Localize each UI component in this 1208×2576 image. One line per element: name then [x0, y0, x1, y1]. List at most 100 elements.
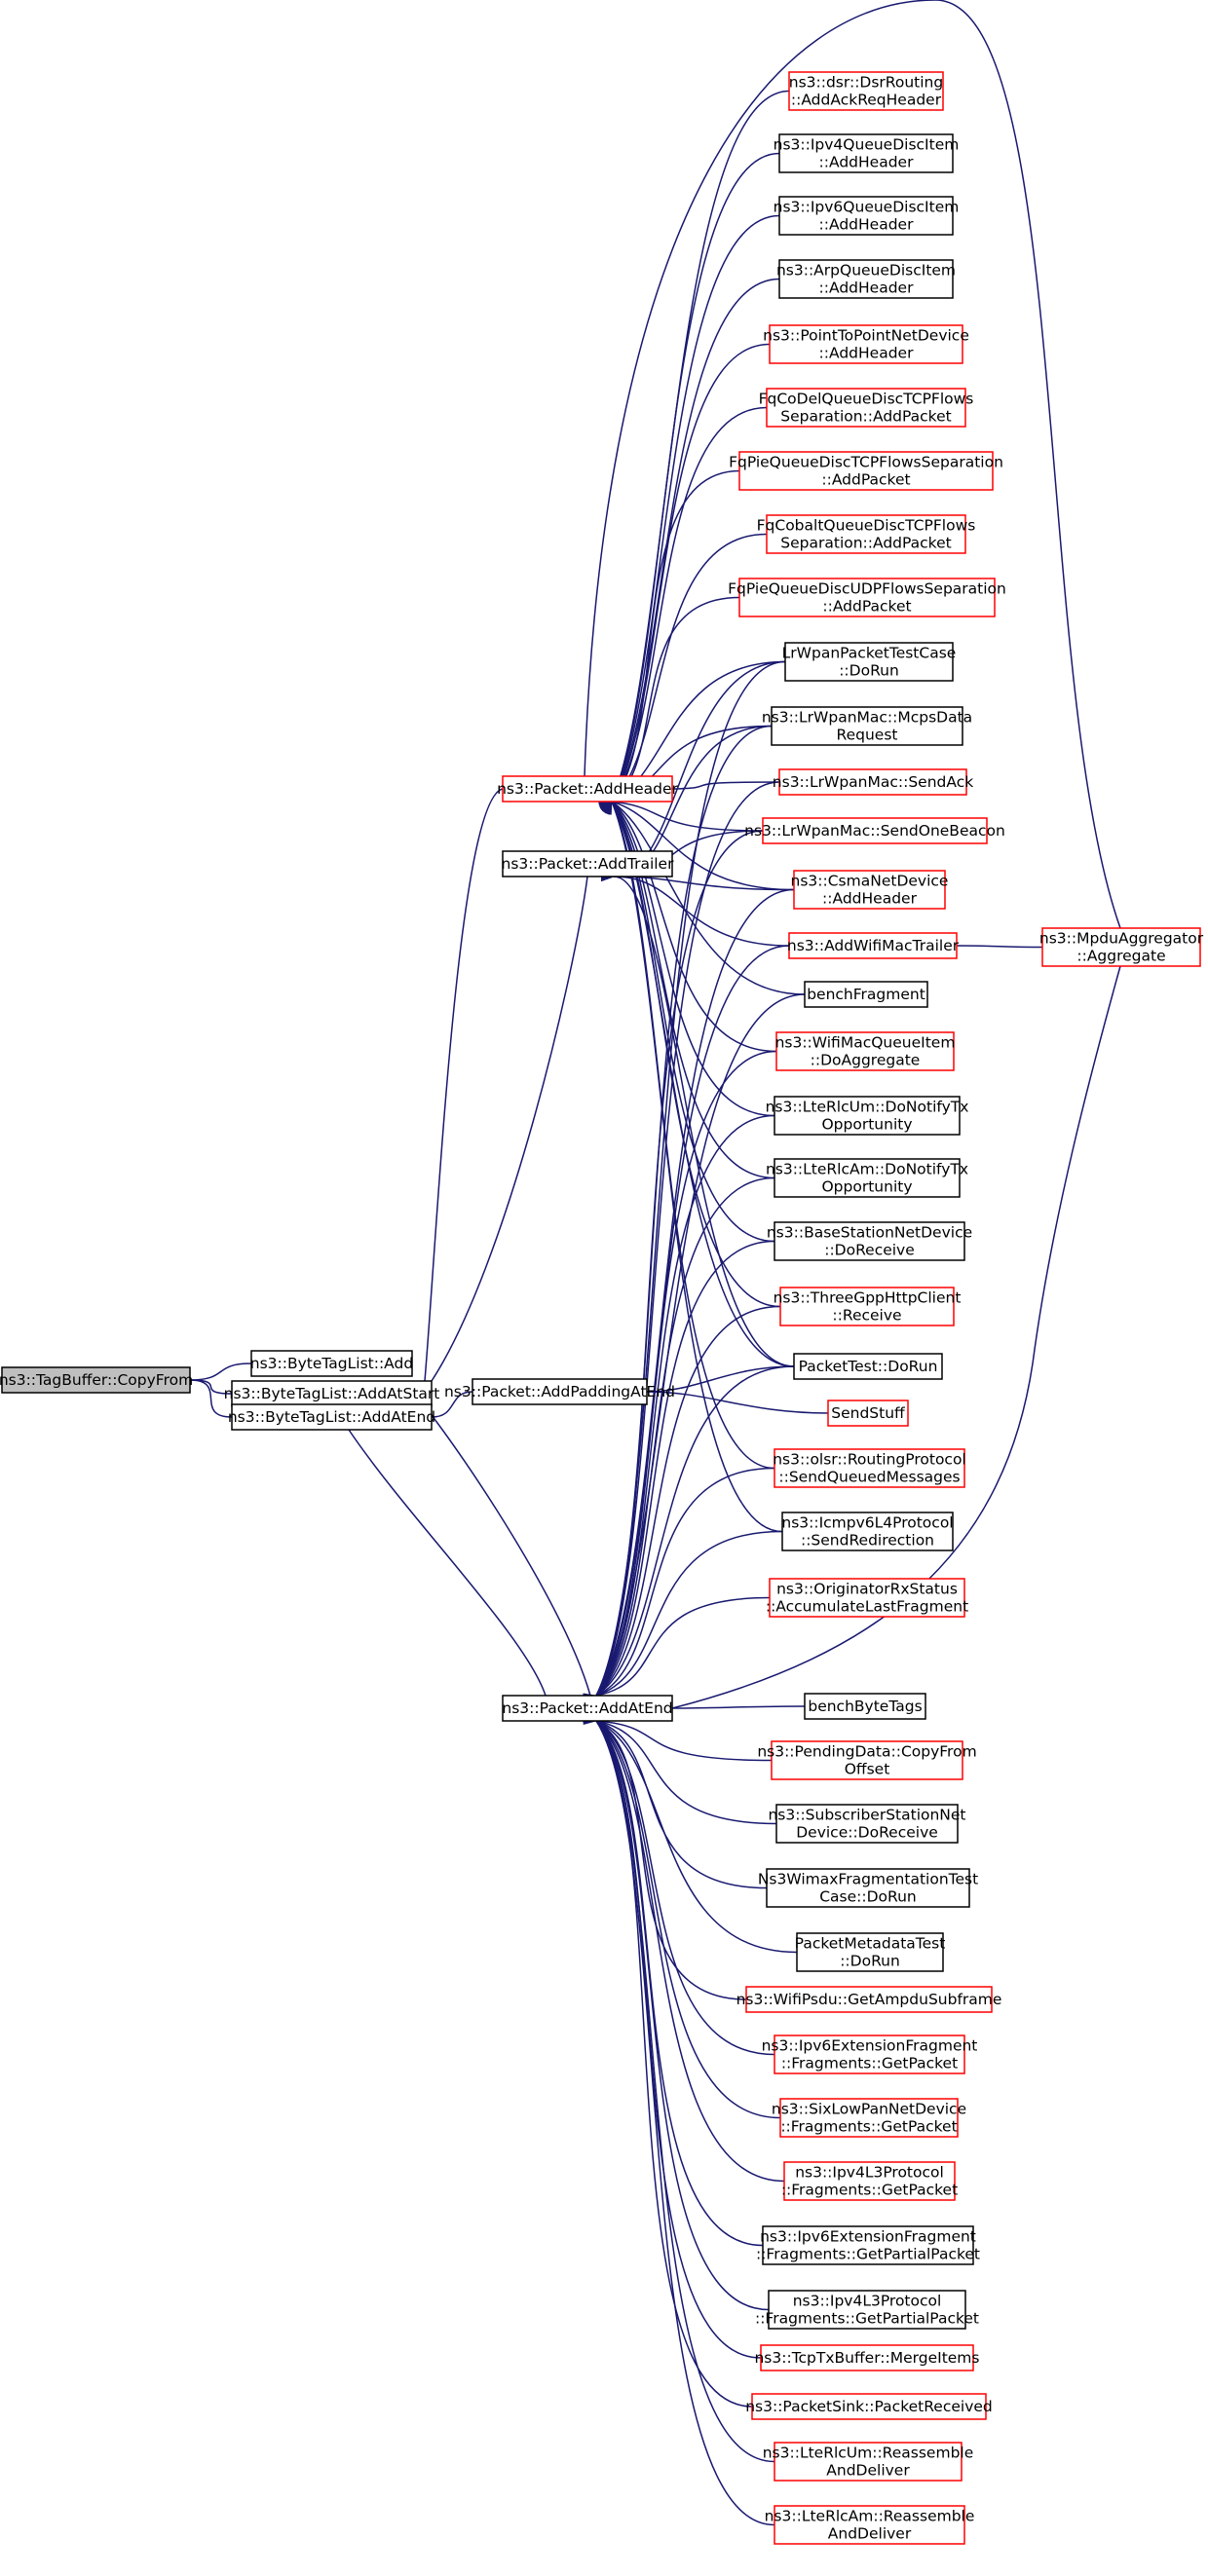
- edge-addatend-rlcam_re: [585, 1707, 775, 2526]
- node-ipv6frag[interactable]: ns3::Ipv6ExtensionFragment::Fragments::G…: [762, 2035, 978, 2074]
- node-box: [796, 1932, 944, 1972]
- node-label: ::DoRun: [840, 1953, 900, 1970]
- node-label: ns3::ArpQueueDiscItem: [776, 262, 956, 280]
- edge-addatend-pkttest: [583, 1365, 795, 1707]
- node-box: [774, 1221, 965, 1261]
- node-box: [762, 817, 988, 844]
- node-dsr[interactable]: ns3::dsr::DsrRouting::AddAckReqHeader: [788, 71, 944, 111]
- edge-addheader-icmpv6: [602, 788, 783, 1533]
- edge-addatend-sendack: [585, 781, 780, 1709]
- node-btl_addatstart[interactable]: ns3::ByteTagList::AddAtStart: [224, 1380, 440, 1407]
- edge-addheader-rlcam_tx: [600, 788, 775, 1179]
- node-pkt_addtrailer[interactable]: ns3::Packet::AddTrailer: [502, 850, 675, 877]
- node-label: PacketMetadataTest: [795, 1935, 946, 1953]
- node-sendstuff[interactable]: SendStuff: [827, 1400, 909, 1427]
- node-box: [793, 1353, 943, 1380]
- node-icmpv6[interactable]: ns3::Icmpv6L4Protocol::SendRedirection: [781, 1512, 954, 1551]
- node-pktmeta[interactable]: PacketMetadataTest::DoRun: [795, 1932, 946, 1972]
- node-label: ::AddHeader: [822, 890, 918, 908]
- node-btl_add[interactable]: ns3::ByteTagList::Add: [250, 1350, 413, 1377]
- node-btl_addatend[interactable]: ns3::ByteTagList::AddAtEnd: [228, 1403, 435, 1431]
- node-sixlow[interactable]: ns3::SixLowPanNetDevice::Fragments::GetP…: [772, 2098, 966, 2138]
- node-box: [766, 1868, 970, 1908]
- node-label: ns3::WifiMacQueueItem: [775, 1034, 956, 1052]
- node-label: ::Fragments::GetPartialPacket: [756, 2246, 980, 2263]
- node-box: [778, 259, 954, 299]
- node-label: ns3::SixLowPanNetDevice: [772, 2101, 966, 2118]
- node-p2p[interactable]: ns3::PointToPointNetDevice::AddHeader: [763, 324, 969, 364]
- node-fqcobalt[interactable]: FqCobaltQueueDiscTCPFlowsSeparation::Add…: [757, 514, 976, 554]
- node-ipv4qdi[interactable]: ns3::Ipv4QueueDiscItem::AddHeader: [774, 133, 960, 173]
- node-pkt_addpadding[interactable]: ns3::Packet::AddPaddingAtEnd: [444, 1378, 675, 1405]
- edge-addatstart-addatend: [413, 1393, 591, 1697]
- node-olsr[interactable]: ns3::olsr::RoutingProtocol::SendQueuedMe…: [773, 1448, 966, 1488]
- node-label: Separation::AddPacket: [780, 408, 951, 426]
- node-arpqdi[interactable]: ns3::ArpQueueDiscItem::AddHeader: [776, 259, 956, 299]
- node-pkt_addheader[interactable]: ns3::Packet::AddHeader: [497, 775, 679, 803]
- node-benchbyte[interactable]: benchByteTags: [804, 1693, 926, 1720]
- node-box: [738, 451, 994, 491]
- edge-addatend-olsr: [583, 1467, 775, 1705]
- node-fqpieudp[interactable]: FqPieQueueDiscUDPFlowsSeparation::AddPac…: [728, 578, 1006, 617]
- node-http[interactable]: ns3::ThreeGppHttpClient::Receive: [774, 1287, 962, 1326]
- node-fqcodel[interactable]: FqCoDelQueueDiscTCPFlowsSeparation::AddP…: [759, 388, 974, 428]
- node-label: ns3::PacketSink::PacketReceived: [745, 2398, 993, 2415]
- edge-addatend-sixlow: [583, 1709, 781, 2119]
- node-wifimacqi[interactable]: ns3::WifiMacQueueItem::DoAggregate: [775, 1031, 956, 1071]
- node-lrwpantest[interactable]: LrWpanPacketTestCase::DoRun: [782, 642, 957, 682]
- node-pkt_addatend[interactable]: ns3::Packet::AddAtEnd: [502, 1695, 673, 1722]
- edge-addpadding-pkttest: [633, 1365, 795, 1398]
- node-tcptx[interactable]: ns3::TcpTxBuffer::MergeItems: [754, 2344, 980, 2371]
- edge-addheader-csma: [598, 793, 795, 891]
- node-ipv6qdi[interactable]: ns3::Ipv6QueueDiscItem::AddHeader: [774, 196, 960, 236]
- node-origrx[interactable]: ns3::OriginatorRxStatus::AccumulateLastF…: [766, 1578, 968, 1618]
- graph-edges: [176, 0, 1121, 2526]
- node-label: benchFragment: [807, 986, 925, 1003]
- node-copyfrom[interactable]: ns3::TagBuffer::CopyFrom: [0, 1366, 193, 1394]
- node-box: [760, 2344, 974, 2371]
- node-benchfrag[interactable]: benchFragment: [804, 981, 928, 1008]
- node-csma[interactable]: ns3::CsmaNetDevice::AddHeader: [791, 870, 949, 910]
- node-label: ::SendRedirection: [801, 1532, 934, 1549]
- edge-addheader-wifimacqi: [598, 789, 777, 1053]
- node-pkttest[interactable]: PacketTest::DoRun: [793, 1353, 943, 1380]
- node-label: ::Fragments::GetPacket: [781, 2182, 958, 2199]
- node-box: [804, 981, 928, 1008]
- node-sendack[interactable]: ns3::LrWpanMac::SendAck: [773, 768, 973, 796]
- node-mpdu[interactable]: ns3::MpduAggregator::Aggregate: [1039, 927, 1204, 967]
- node-box: [827, 1400, 909, 1427]
- node-box: [793, 870, 946, 910]
- edge-addheader-arpqdi: [601, 278, 780, 815]
- node-ssnd[interactable]: ns3::SubscriberStationNetDevice::DoRecei…: [768, 1804, 966, 1844]
- node-label: ns3::LrWpanMac::McpsData: [762, 709, 972, 727]
- node-box: [778, 196, 954, 236]
- node-label: AndDeliver: [826, 2462, 910, 2480]
- node-label: ::Fragments::GetPartialPacket: [755, 2310, 979, 2328]
- node-ipv4frag[interactable]: ns3::Ipv4L3Protocol::Fragments::GetPacke…: [781, 2161, 958, 2201]
- edge-addheader-ipv4qdi: [602, 152, 780, 815]
- node-ampdu[interactable]: ns3::WifiPsdu::GetAmpduSubframe: [736, 1986, 1002, 2013]
- node-sendbeacon[interactable]: ns3::LrWpanMac::SendOneBeacon: [744, 817, 1005, 844]
- node-fqpie[interactable]: FqPieQueueDiscTCPFlowsSeparation::AddPac…: [729, 451, 1003, 491]
- node-bsnd[interactable]: ns3::BaseStationNetDevice::DoReceive: [767, 1221, 972, 1261]
- node-label: ns3::Packet::AddAtEnd: [502, 1699, 672, 1717]
- node-ipv6partial[interactable]: ns3::Ipv6ExtensionFragment::Fragments::G…: [756, 2225, 980, 2265]
- node-label: Case::DoRun: [819, 1888, 917, 1906]
- node-pktsink[interactable]: ns3::PacketSink::PacketReceived: [745, 2393, 993, 2420]
- node-box: [769, 1578, 965, 1618]
- node-addwifitrailer[interactable]: ns3::AddWifiMacTrailer: [787, 932, 960, 959]
- node-label: ns3::Packet::AddPaddingAtEnd: [444, 1383, 675, 1400]
- node-label: Opportunity: [821, 1178, 912, 1196]
- node-label: ns3::ByteTagList::Add: [250, 1355, 413, 1372]
- edge-addatend-pktmeta: [583, 1711, 798, 1954]
- edge-addatend-http: [583, 1305, 781, 1707]
- node-ipv4partial[interactable]: ns3::Ipv4L3Protocol::Fragments::GetParti…: [755, 2290, 979, 2330]
